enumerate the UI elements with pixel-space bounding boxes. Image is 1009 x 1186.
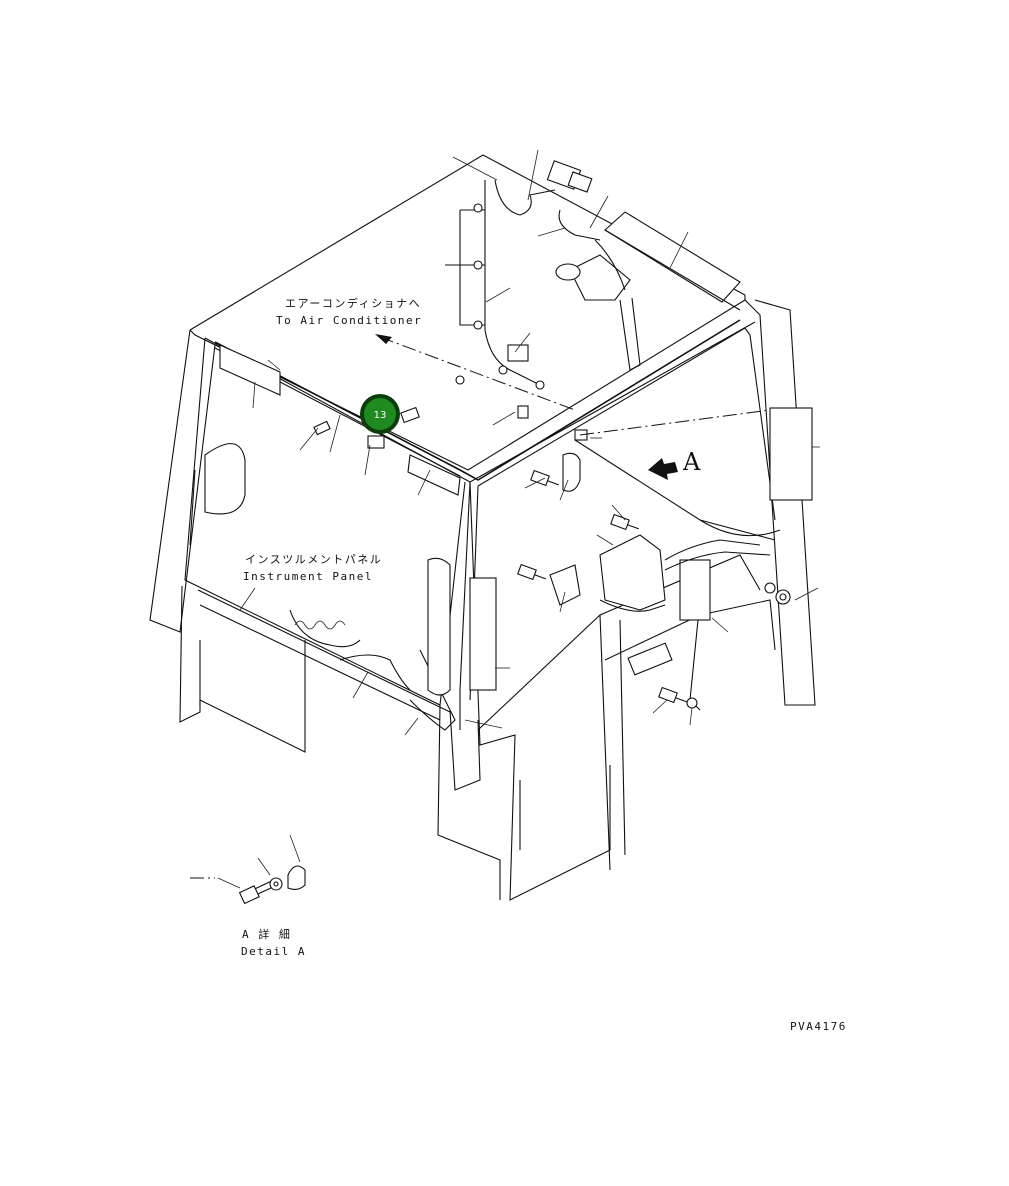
drawing-code: PVA4176 [790,1020,847,1033]
fasteners [313,375,791,709]
detail-a-inset [217,834,306,905]
air-conditioner-label-jp: エアーコンディショナへ [285,296,421,310]
reference-lines [190,336,771,879]
cab-roof [189,154,756,483]
callout-number: 13 [374,410,387,421]
instrument-panel-label-jp: インスツルメントパネル [245,553,382,566]
air-conditioner-label-en: To Air Conditioner [276,314,422,327]
view-a-arrow [648,458,678,480]
side-components [549,407,813,621]
air-conditioner-arrow [375,334,392,344]
leader-lines [239,149,820,736]
diagram-labels: エアーコンディショナへ To Air Conditioner インスツルメントパ… [241,296,847,1033]
part-callout-13[interactable]: 13 [360,394,400,434]
view-a-label: A [682,448,701,476]
detail-a-label-en: Detail A [241,945,306,958]
detail-a-label-jp: A 詳 細 [242,927,291,941]
roof-relay-box [555,211,741,371]
wire-harness [214,319,781,731]
front-panels [189,344,497,696]
roof-harness [445,160,601,390]
cab-front-frame [149,329,501,900]
instrument-panel-label-en: Instrument Panel [243,570,373,583]
